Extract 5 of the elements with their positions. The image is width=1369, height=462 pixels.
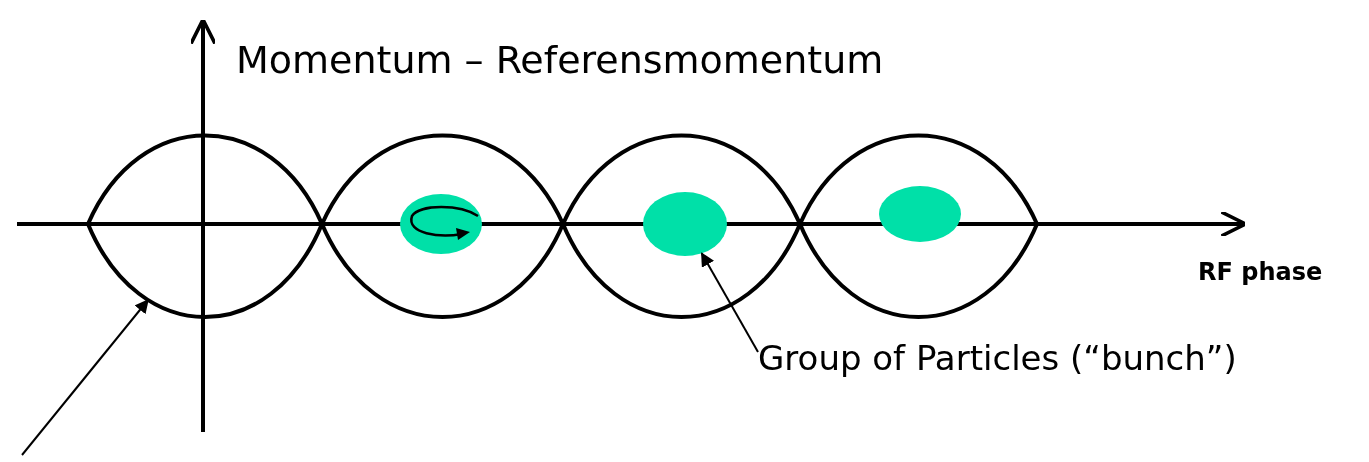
axis-label: RF phase [1198,258,1323,286]
annotation-text: Group of Particles (“bunch”) [758,338,1237,378]
axis-label: Momentum – Referensmomentum [236,38,884,82]
leader-arrow [700,252,759,353]
leader-arrow [21,298,149,456]
